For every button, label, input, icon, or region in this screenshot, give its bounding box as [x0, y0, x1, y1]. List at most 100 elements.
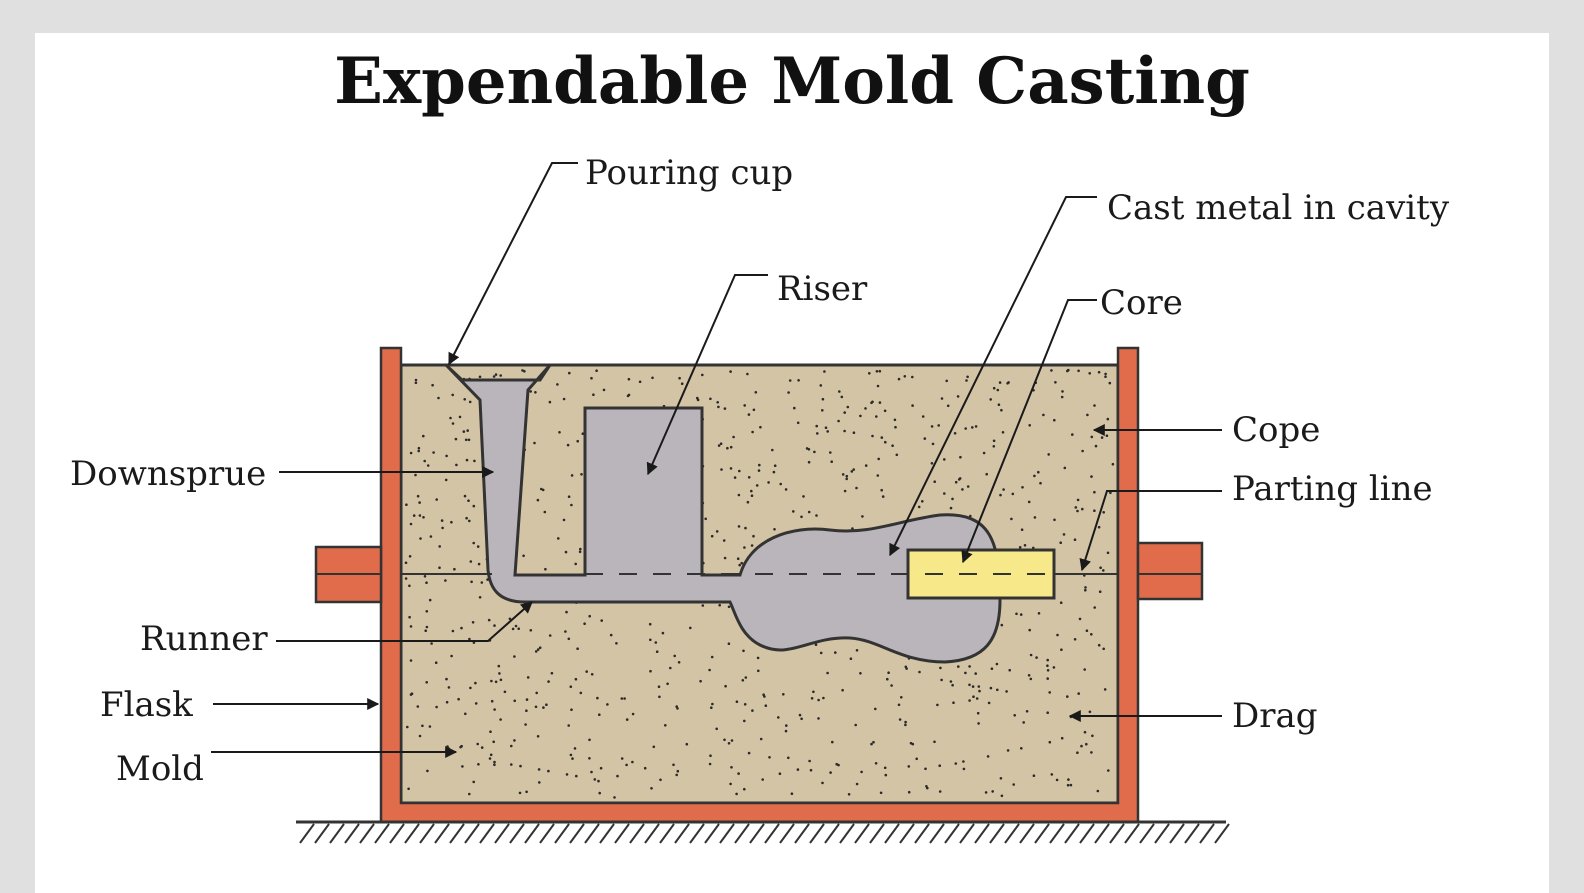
- sand-speck: [962, 760, 965, 763]
- sand-speck: [658, 695, 661, 699]
- sand-speck: [990, 667, 994, 670]
- sand-speck: [817, 698, 820, 702]
- sand-speck: [757, 469, 761, 472]
- sand-speck: [814, 643, 818, 646]
- sand-speck: [425, 681, 429, 684]
- sand-speck: [522, 554, 525, 558]
- sand-speck: [570, 474, 574, 477]
- sand-speck: [1042, 413, 1045, 417]
- sand-speck: [744, 676, 748, 679]
- sand-speck: [1103, 688, 1107, 691]
- sand-speck: [992, 439, 996, 443]
- sand-speck: [883, 409, 887, 413]
- sand-speck: [830, 460, 833, 464]
- sand-speck: [821, 397, 825, 401]
- sand-speck: [938, 764, 941, 767]
- sand-speck: [652, 745, 656, 749]
- sand-speck: [849, 657, 853, 660]
- sand-speck: [875, 370, 879, 373]
- sand-speck: [845, 474, 849, 478]
- sand-speck: [1106, 417, 1110, 421]
- sand-speck: [428, 598, 432, 602]
- sand-speck: [907, 765, 911, 768]
- sand-speck: [418, 734, 422, 738]
- sand-speck: [808, 759, 811, 763]
- sand-speck: [784, 488, 788, 491]
- label-runner: Runner: [140, 619, 268, 659]
- sand-speck: [851, 527, 854, 530]
- cast-metal-leader: [889, 196, 1097, 557]
- sand-speck: [1060, 648, 1063, 651]
- sand-speck: [1008, 668, 1011, 672]
- sand-speck: [841, 473, 845, 476]
- sand-speck: [940, 678, 943, 682]
- sand-speck: [429, 535, 433, 538]
- sand-speck: [921, 415, 925, 418]
- hatch-line: [914, 823, 930, 844]
- sand-speck: [503, 690, 507, 694]
- sand-speck: [742, 649, 745, 653]
- sand-speck: [510, 763, 513, 766]
- sand-speck: [567, 637, 571, 641]
- sand-speck: [772, 470, 776, 474]
- sand-speck: [1010, 517, 1013, 521]
- sand-speck: [880, 488, 883, 492]
- sand-speck: [785, 724, 788, 727]
- sand-speck: [996, 388, 1000, 392]
- sand-speck: [787, 756, 790, 760]
- sand-speck: [743, 404, 746, 407]
- hatch-line: [644, 823, 660, 844]
- sand-speck: [736, 557, 740, 560]
- hatch-line: [839, 823, 855, 844]
- hatch-line: [524, 823, 540, 844]
- sand-speck: [428, 725, 432, 728]
- sand-speck: [940, 397, 944, 400]
- sand-speck: [1090, 475, 1093, 478]
- sand-speck: [593, 778, 597, 781]
- sand-speck: [435, 498, 439, 501]
- sand-speck: [1090, 633, 1093, 636]
- sand-speck: [477, 562, 481, 566]
- sand-speck: [620, 697, 624, 700]
- sand-speck: [547, 680, 550, 683]
- sand-speck: [880, 436, 884, 439]
- hatch-line: [599, 823, 615, 844]
- sand-speck: [807, 448, 811, 451]
- sand-speck: [747, 751, 751, 755]
- sand-speck: [726, 446, 729, 450]
- sand-speck: [1018, 546, 1022, 549]
- sand-speck: [625, 718, 629, 721]
- sand-speck: [1083, 730, 1087, 734]
- sand-speck: [1023, 544, 1027, 547]
- hatch-line: [959, 823, 975, 844]
- sand-speck: [480, 581, 484, 584]
- sand-speck: [525, 790, 528, 794]
- sand-speck: [737, 493, 741, 497]
- sand-speck: [756, 656, 760, 660]
- hatch-line: [1034, 823, 1050, 844]
- sand-speck: [459, 745, 462, 749]
- sand-speck: [876, 384, 880, 388]
- sand-speck: [1074, 506, 1078, 509]
- sand-speck: [638, 380, 642, 384]
- sand-speck: [936, 703, 939, 707]
- sand-speck: [1055, 778, 1059, 782]
- hatch-line: [884, 823, 900, 844]
- sand-speck: [969, 514, 972, 518]
- sand-speck: [664, 724, 667, 727]
- sand-speck: [598, 791, 601, 795]
- sand-speck: [730, 766, 733, 769]
- sand-speck: [625, 763, 628, 767]
- sand-speck: [729, 445, 733, 449]
- sand-speck: [423, 459, 427, 463]
- sand-speck: [835, 762, 838, 766]
- sand-speck: [923, 437, 927, 440]
- label-cast-metal: Cast metal in cavity: [1107, 188, 1450, 228]
- sand-speck: [876, 474, 880, 477]
- sand-speck: [971, 685, 975, 688]
- sand-speck: [1080, 744, 1083, 748]
- sand-speck: [421, 724, 424, 728]
- sand-speck: [898, 718, 902, 721]
- sand-speck: [843, 411, 846, 414]
- sand-speck: [945, 379, 948, 383]
